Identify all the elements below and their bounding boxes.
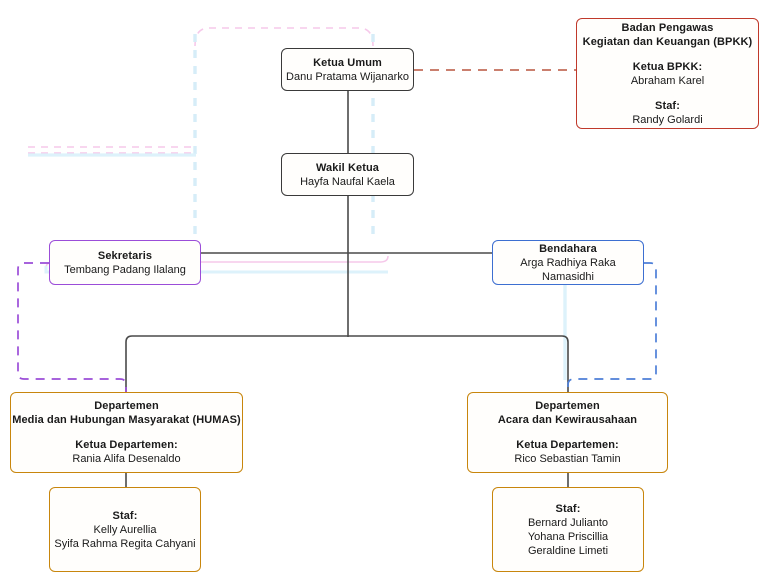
ghost-top-pink-path bbox=[194, 27, 374, 47]
wakil-ketua-title: Wakil Ketua bbox=[315, 161, 380, 174]
acara-title-line2: Acara dan Kewirausahaan bbox=[497, 414, 638, 426]
solid-connectors bbox=[125, 91, 569, 487]
bpkk-title-line2: Kegiatan dan Keuangan (BPKK) bbox=[582, 35, 753, 48]
bendahara-title: Bendahara bbox=[539, 242, 597, 255]
wakil-ketua-person: Hayfa Naufal Kaela bbox=[300, 175, 395, 188]
bpkk-title-line1: Badan Pengawas bbox=[621, 21, 714, 34]
humas-role-person: Rania Alifa Desenaldo bbox=[72, 453, 181, 465]
edge-departments-bus bbox=[125, 335, 569, 392]
bendahara-person: Arga Radhiya Raka Namasidhi bbox=[520, 256, 616, 283]
node-sekretaris[interactable]: Sekretaris Tembang Padang Ilalang bbox=[49, 240, 201, 285]
edge-bendahara-to-acara-dashed bbox=[567, 262, 657, 392]
acara-title-line1: Departemen bbox=[535, 400, 600, 412]
staf-humas-label: Staf: bbox=[112, 509, 138, 522]
staf-acara-member: Bernard Julianto bbox=[527, 516, 609, 529]
staf-humas-member: Syifa Rahma Regita Cahyani bbox=[54, 537, 196, 550]
bpkk-staff-person: Randy Golardi bbox=[632, 113, 703, 126]
ketua-umum-title: Ketua Umum bbox=[313, 56, 382, 69]
node-staf-acara[interactable]: Staf: Bernard Julianto Yohana Priscillia… bbox=[492, 487, 644, 572]
staf-acara-member: Yohana Priscillia bbox=[527, 530, 609, 543]
node-departemen-acara[interactable]: Departemen Acara dan Kewirausahaan Ketua… bbox=[467, 392, 668, 473]
ketua-umum-person: Danu Pratama Wijanarko bbox=[286, 70, 409, 83]
acara-role-label: Ketua Departemen: bbox=[516, 439, 619, 451]
ghost-sekretaris-pink bbox=[45, 255, 389, 269]
staf-humas-member: Kelly Aurellia bbox=[93, 523, 157, 536]
humas-title-line1: Departemen bbox=[94, 400, 159, 412]
bpkk-staff-label: Staf: bbox=[655, 99, 680, 112]
staf-acara-member: Geraldine Limeti bbox=[527, 544, 609, 557]
sekretaris-person: Tembang Padang Ilalang bbox=[64, 263, 186, 276]
sekretaris-title: Sekretaris bbox=[97, 249, 153, 262]
node-ketua-umum[interactable]: Ketua Umum Danu Pratama Wijanarko bbox=[281, 48, 414, 91]
acara-role-person: Rico Sebastian Tamin bbox=[514, 453, 621, 465]
ghost-sekretaris-blue bbox=[44, 266, 388, 274]
node-bendahara[interactable]: Bendahara Arga Radhiya Raka Namasidhi bbox=[492, 240, 644, 285]
bpkk-role-label: Ketua BPKK: bbox=[632, 60, 703, 73]
node-staf-humas[interactable]: Staf: Kelly Aurellia Syifa Rahma Regita … bbox=[49, 487, 201, 572]
node-bpkk[interactable]: Badan Pengawas Kegiatan dan Keuangan (BP… bbox=[576, 18, 759, 129]
node-wakil-ketua[interactable]: Wakil Ketua Hayfa Naufal Kaela bbox=[281, 153, 414, 196]
humas-role-label: Ketua Departemen: bbox=[75, 439, 178, 451]
bpkk-role-person: Abraham Karel bbox=[630, 74, 705, 87]
humas-title-line2: Media dan Hubungan Masyarakat (HUMAS) bbox=[12, 414, 241, 426]
staf-acara-label: Staf: bbox=[555, 502, 581, 515]
node-departemen-humas[interactable]: Departemen Media dan Hubungan Masyarakat… bbox=[10, 392, 243, 473]
